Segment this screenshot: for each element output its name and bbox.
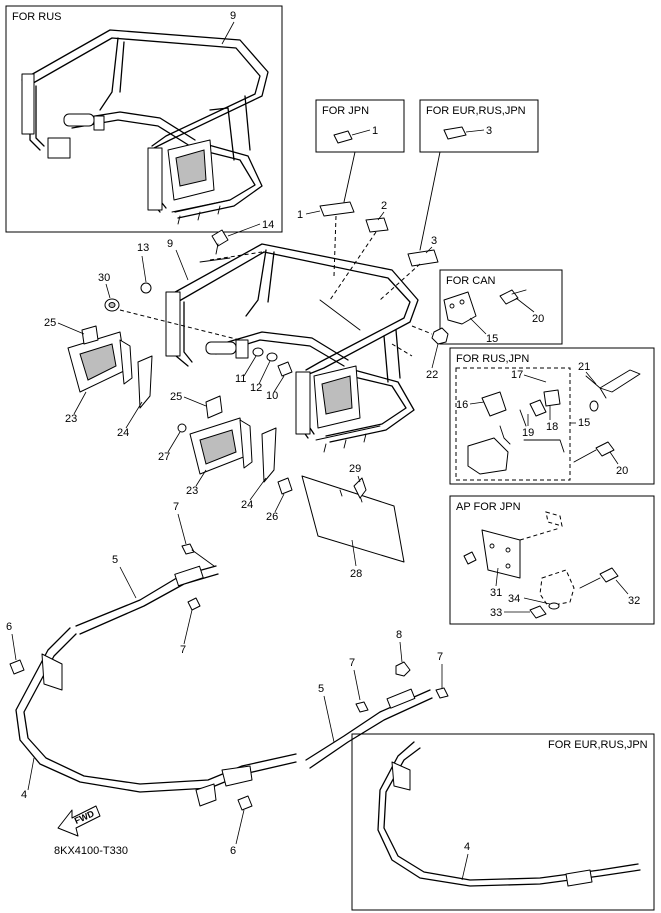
callout-14: 14 bbox=[262, 219, 274, 231]
plate-28: 29 28 bbox=[301, 463, 405, 580]
callout-8: 8 bbox=[396, 629, 402, 641]
grommet-30: 30 bbox=[98, 272, 120, 312]
hardware-10-11-12: 11 12 10 bbox=[235, 347, 293, 402]
callout-23-left: 23 bbox=[65, 413, 77, 425]
callout-6-a: 6 bbox=[6, 621, 12, 633]
inset-for-rus: FOR RUS 9 bbox=[5, 5, 283, 233]
inset-ap-for-jpn-title: AP FOR JPN bbox=[456, 501, 521, 513]
callout-7-a: 7 bbox=[173, 501, 179, 513]
callout-20-can: 20 bbox=[532, 313, 544, 325]
callout-9-rus: 9 bbox=[230, 10, 236, 22]
nut-22: 22 bbox=[391, 325, 449, 381]
callout-32: 32 bbox=[628, 595, 640, 607]
callout-3: 3 bbox=[431, 235, 437, 247]
callout-22: 22 bbox=[426, 369, 438, 381]
callout-5-a: 5 bbox=[112, 554, 118, 566]
callout-9-main: 9 bbox=[167, 238, 173, 250]
callout-7-b: 7 bbox=[180, 644, 186, 656]
bar-5-upper: 7 5 7 bbox=[75, 501, 219, 656]
callout-1-box: 1 bbox=[372, 125, 378, 137]
rack-frame-rus bbox=[21, 29, 269, 225]
decals: 1 2 3 bbox=[297, 200, 439, 301]
diagram-code: 8KX4100-T330 bbox=[54, 845, 128, 857]
callout-7-d: 7 bbox=[437, 651, 443, 663]
callout-1: 1 bbox=[297, 209, 303, 221]
bolt-14: 14 bbox=[211, 219, 274, 255]
callout-19: 19 bbox=[522, 427, 534, 439]
callout-23-right: 23 bbox=[186, 485, 198, 497]
inset-for-rus-jpn: FOR RUS,JPN 21 17 16 18 19 15 20 bbox=[449, 347, 655, 485]
callout-4-b: 4 bbox=[464, 841, 470, 853]
callout-27: 27 bbox=[158, 451, 170, 463]
inset-for-can: FOR CAN 20 15 bbox=[439, 269, 563, 345]
callout-2: 2 bbox=[381, 200, 387, 212]
callout-25-right: 25 bbox=[170, 391, 182, 403]
callout-15-can: 15 bbox=[486, 333, 498, 345]
callout-12: 12 bbox=[250, 382, 262, 394]
callout-26: 26 bbox=[266, 511, 278, 523]
callout-10: 10 bbox=[266, 390, 278, 402]
inset-for-eur-rus-jpn-bottom-title: FOR EUR,RUS,JPN bbox=[548, 739, 648, 751]
rack-frame-main bbox=[119, 243, 419, 453]
callout-24-right: 24 bbox=[241, 499, 253, 511]
callout-18: 18 bbox=[546, 421, 558, 433]
callout-34: 34 bbox=[508, 593, 520, 605]
fwd-arrow: FWD bbox=[57, 805, 101, 837]
callout-24-left: 24 bbox=[117, 427, 129, 439]
inset-for-jpn: FOR JPN 1 bbox=[315, 99, 405, 203]
callout-13: 13 bbox=[137, 242, 149, 254]
bar-5-lower: 8 7 7 5 bbox=[305, 629, 449, 769]
callout-21: 21 bbox=[578, 361, 590, 373]
inset-for-can-title: FOR CAN bbox=[446, 275, 496, 287]
inset-for-rus-title: FOR RUS bbox=[12, 11, 62, 23]
callout-16: 16 bbox=[456, 399, 468, 411]
callout-30: 30 bbox=[98, 272, 110, 284]
bar-4-main: 6 4 6 bbox=[6, 621, 297, 857]
callout-6-b: 6 bbox=[230, 845, 236, 857]
inset-for-eur-rus-jpn-top-title: FOR EUR,RUS,JPN bbox=[426, 105, 526, 117]
callout-17: 17 bbox=[511, 369, 523, 381]
callout-25-left: 25 bbox=[44, 317, 56, 329]
callout-15-rus-jpn: 15 bbox=[578, 417, 590, 429]
inset-ap-for-jpn: AP FOR JPN 31 34 33 32 bbox=[449, 495, 655, 625]
inset-for-rus-jpn-title: FOR RUS,JPN bbox=[456, 353, 529, 365]
bracket-assembly-left: 25 23 24 bbox=[44, 317, 153, 439]
inset-for-eur-rus-jpn-top: FOR EUR,RUS,JPN 3 bbox=[419, 99, 539, 251]
inset-for-jpn-title: FOR JPN bbox=[322, 105, 369, 117]
callout-28: 28 bbox=[350, 568, 362, 580]
callout-11: 11 bbox=[235, 373, 246, 385]
nut-13: 13 bbox=[137, 242, 152, 294]
callout-5-b: 5 bbox=[318, 683, 324, 695]
inset-for-eur-rus-jpn-bottom: FOR EUR,RUS,JPN 4 bbox=[351, 733, 655, 911]
callout-33: 33 bbox=[490, 607, 502, 619]
callout-7-c: 7 bbox=[349, 657, 355, 669]
callout-4-a: 4 bbox=[21, 789, 27, 801]
callout-31: 31 bbox=[490, 587, 502, 599]
callout-20-rus-jpn: 20 bbox=[616, 465, 628, 477]
callout-3-box: 3 bbox=[486, 125, 492, 137]
bracket-assembly-right: 25 27 23 24 26 bbox=[158, 391, 293, 523]
callout-29: 29 bbox=[349, 463, 361, 475]
